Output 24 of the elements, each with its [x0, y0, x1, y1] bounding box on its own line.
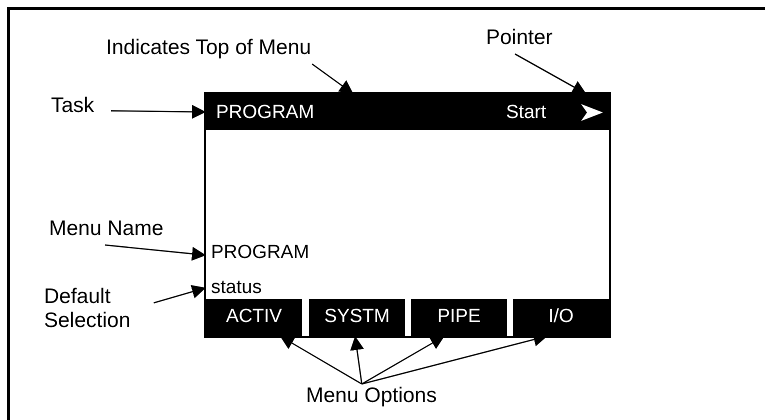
leader-arrow: [350, 336, 364, 384]
pointer-label: Start: [506, 102, 546, 124]
callout-label: Default Selection: [44, 285, 162, 341]
soft-key: ACTIV: [206, 299, 302, 336]
callout-label: Menu Options: [306, 384, 486, 412]
soft-key: SYSTM: [309, 299, 405, 336]
leader-arrow: [154, 284, 206, 304]
leader-arrow: [104, 244, 206, 261]
callout-label: Pointer: [486, 26, 586, 54]
soft-key: PIPE: [411, 299, 507, 336]
leader-arrow: [111, 104, 206, 119]
task-name: PROGRAM: [216, 102, 314, 124]
leader-arrow: [361, 335, 445, 385]
callout-label: Indicates Top of Menu: [106, 36, 406, 64]
callout-label: Task: [51, 94, 111, 122]
leader-arrow: [312, 63, 354, 95]
soft-key: I/O: [513, 299, 609, 336]
leader-arrow: [280, 335, 362, 385]
menu-name: PROGRAM: [206, 242, 356, 266]
display-screen: [204, 92, 611, 338]
title-bar: [206, 94, 609, 130]
leader-arrow: [514, 53, 587, 95]
callout-label: Menu Name: [49, 217, 199, 245]
menu-item: status: [206, 277, 356, 301]
